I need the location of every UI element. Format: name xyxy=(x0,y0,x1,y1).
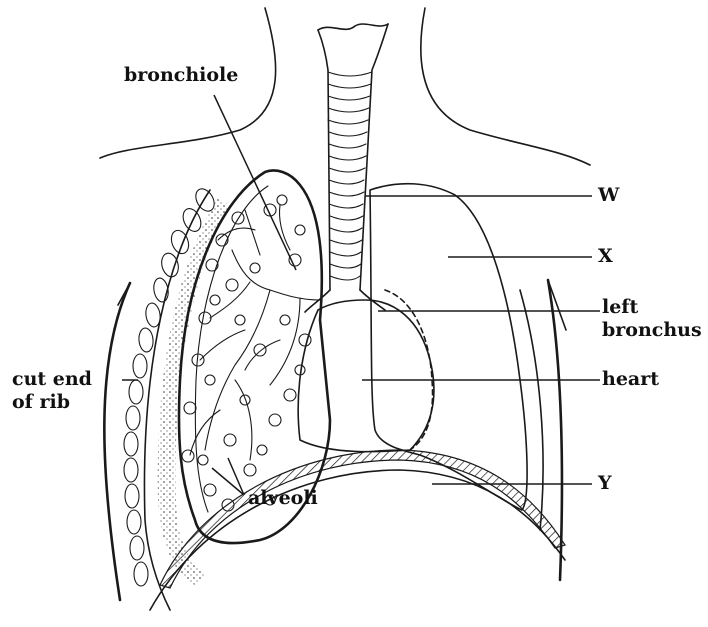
alveoli-leader-2 xyxy=(212,468,244,495)
trachea xyxy=(305,24,388,312)
pleural-space xyxy=(158,198,230,585)
label-left-bronchus-line2: bronchus xyxy=(602,319,702,342)
cardiac-notch xyxy=(385,290,433,450)
diaphragm xyxy=(150,450,565,610)
label-w: W xyxy=(598,184,619,207)
label-heart: heart xyxy=(602,368,659,391)
label-cut-end-line2: of rib xyxy=(12,391,92,414)
label-x: X xyxy=(598,245,613,268)
alveoli-leader-1 xyxy=(228,458,244,495)
tracheal-rings xyxy=(328,72,372,280)
label-cut-end-line1: cut end xyxy=(12,368,92,391)
label-left-bronchus-line1: left xyxy=(602,296,702,319)
label-bronchiole: bronchiole xyxy=(124,64,238,87)
label-left-bronchus: left bronchus xyxy=(602,296,702,342)
heart xyxy=(298,300,434,452)
label-alveoli: alveoli xyxy=(248,487,318,510)
right-chest-wall xyxy=(520,280,566,580)
label-y: Y xyxy=(598,472,612,495)
label-cut-end-of-rib: cut end of rib xyxy=(12,368,92,414)
